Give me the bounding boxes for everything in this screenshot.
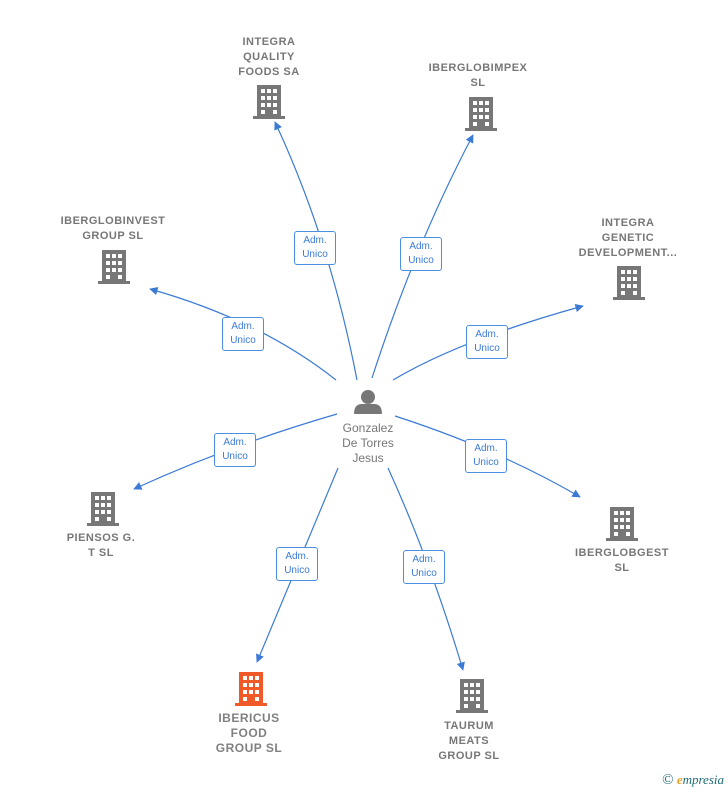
node-label-iberglobinvest[interactable]: IBERGLOBINVEST GROUP SL [60, 215, 166, 242]
building-icon[interactable] [465, 97, 497, 131]
edge-label-integra-quality: Adm. Unico [294, 231, 336, 265]
edge-label-iberglobimpex: Adm. Unico [400, 237, 442, 271]
copyright-icon: © [662, 772, 674, 788]
building-icon[interactable] [606, 507, 638, 541]
person-icon[interactable] [354, 390, 382, 414]
edge-label-taurum: Adm. Unico [403, 550, 445, 584]
building-icon[interactable] [98, 250, 130, 284]
edge-label-iberglobinvest: Adm. Unico [222, 317, 264, 351]
node-label-piensos[interactable]: PIENSOS G. T SL [66, 532, 136, 559]
node-label-integra-quality[interactable]: INTEGRA QUALITY FOODS SA [238, 36, 300, 78]
building-icon-highlighted[interactable] [235, 672, 267, 706]
node-label-integra-genetic[interactable]: INTEGRA GENETIC DEVELOPMENT... [578, 217, 678, 259]
person-label[interactable]: Gonzalez De Torres Jesus [342, 421, 394, 465]
edge-label-ibericus: Adm. Unico [276, 547, 318, 581]
brand-credit: © empresia [662, 772, 724, 789]
building-icon[interactable] [456, 679, 488, 713]
building-icon[interactable] [613, 266, 645, 300]
node-label-ibericus[interactable]: IBERICUS FOOD GROUP SL [215, 711, 283, 755]
brand-initial: e [676, 772, 683, 787]
node-label-iberglobimpex[interactable]: IBERGLOBIMPEX SL [428, 62, 528, 89]
edge-label-integra-genetic: Adm. Unico [466, 325, 508, 359]
edge-label-iberglobgest: Adm. Unico [465, 439, 507, 473]
building-icon[interactable] [87, 492, 119, 526]
brand-name: mpresia [682, 772, 724, 787]
edge-label-piensos: Adm. Unico [214, 433, 256, 467]
node-label-iberglobgest[interactable]: IBERGLOBGEST SL [574, 547, 669, 574]
node-label-taurum[interactable]: TAURUM MEATS GROUP SL [438, 720, 500, 762]
building-icon[interactable] [253, 85, 285, 119]
